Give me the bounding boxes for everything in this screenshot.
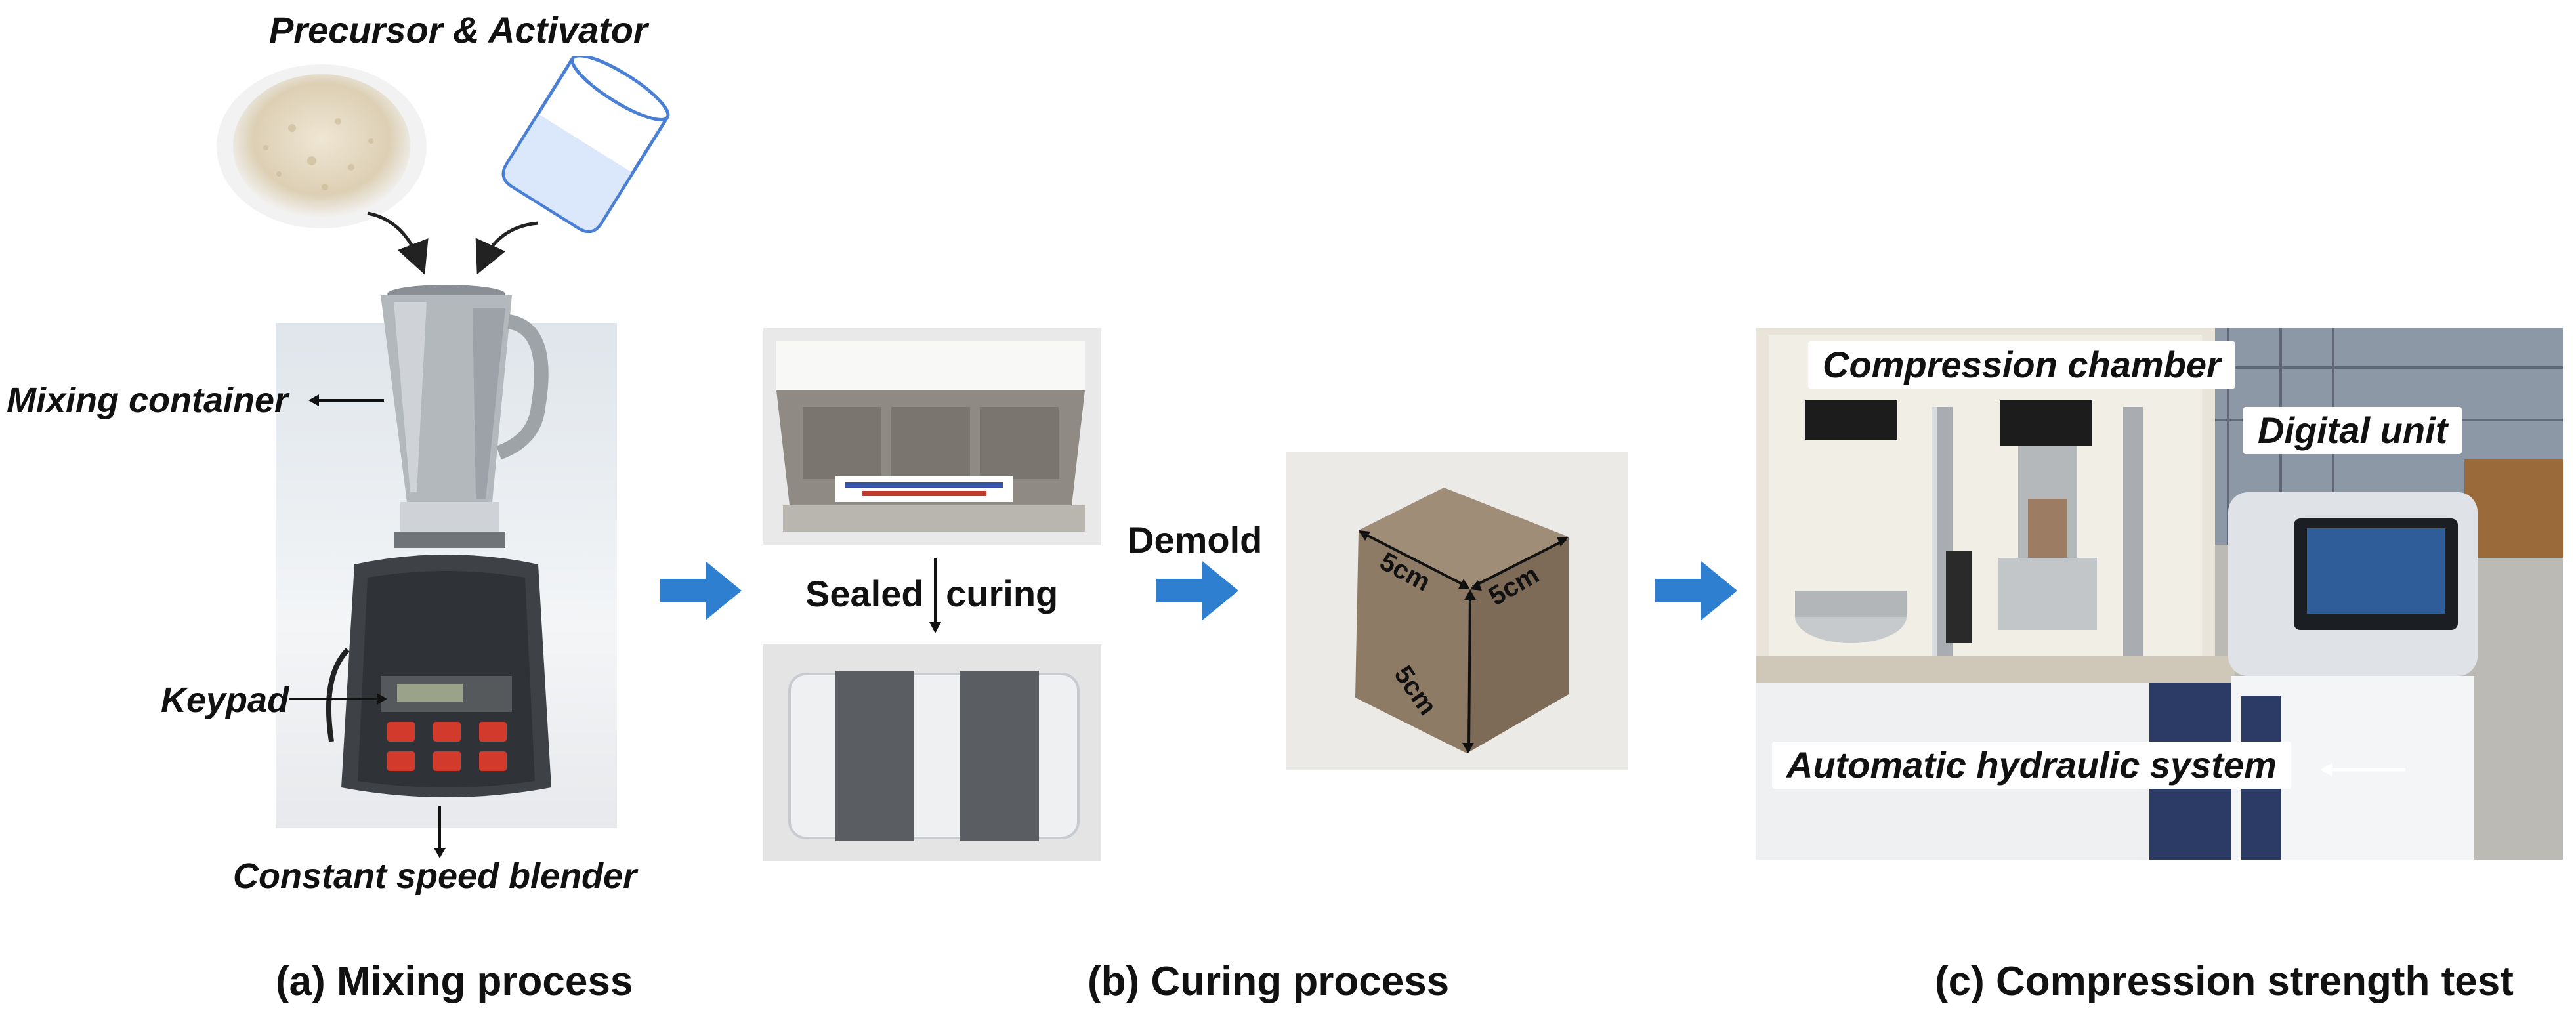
flow-arrow-2 [1156,561,1238,620]
blender-pointer-arrow [434,806,446,858]
sealed-curing-arrow [929,558,941,633]
mixing-caption: (a) Mixing process [276,959,633,1004]
cube-image [1355,488,1569,753]
feed-arrows [367,211,539,275]
compression-caption: (c) Compression strength test [1935,959,2514,1004]
curing-caption: (b) Curing process [1087,959,1450,1004]
keypad-label: Keypad [161,681,289,720]
blender-image [326,285,551,797]
flow-arrow-1 [660,561,742,620]
sealed-curing-label: Sealed curing [805,573,1059,614]
cube-mold-image [776,341,1085,532]
flow-arrow-3 [1655,561,1737,620]
beaker-icon [501,56,670,233]
hydraulic-system-label: Automatic hydraulic system [1786,744,2277,786]
powder-bowl-image [217,64,427,228]
hydraulic-pointer-arrow [2320,763,2405,776]
precursor-activator-label: Precursor & Activator [269,9,648,51]
hydraulic-system-callout: Automatic hydraulic system [1772,742,2291,789]
demold-label: Demold [1128,519,1263,560]
sealed-sample-image [788,671,1080,841]
compression-chamber-callout: Compression chamber [1808,341,2235,388]
compression-machine-image [1756,328,2563,860]
compression-chamber-label: Compression chamber [1823,344,2221,385]
constant-speed-blender-label: Constant speed blender [233,856,637,896]
digital-unit-callout: Digital unit [2243,407,2462,454]
mixing-container-label: Mixing container [7,381,289,420]
keypad-pointer-arrow [289,693,387,705]
digital-unit-label: Digital unit [2258,410,2448,451]
container-pointer-arrow [308,394,384,406]
